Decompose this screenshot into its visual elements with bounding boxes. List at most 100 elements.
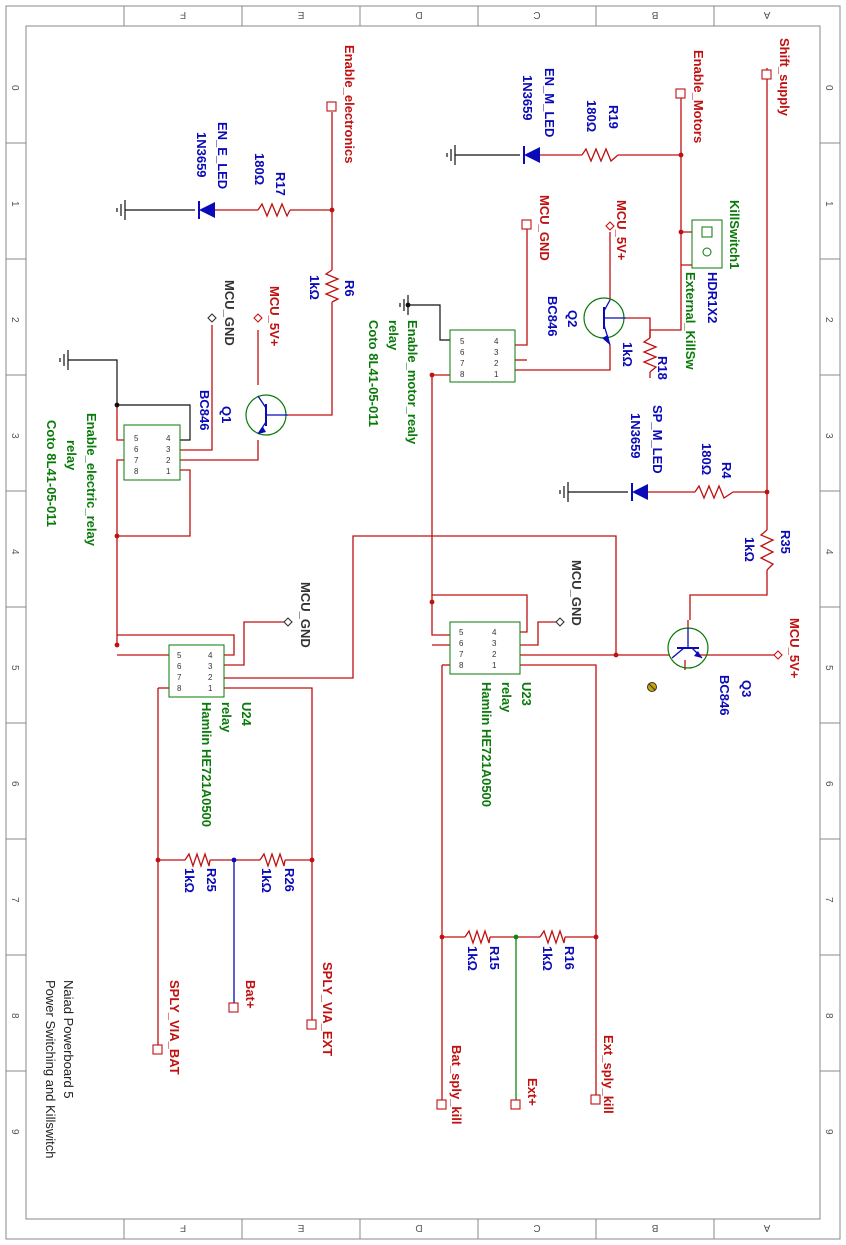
r18-value: 1kΩ: [620, 342, 635, 367]
resistor-r4: [694, 484, 734, 500]
ruler-bottom-F: F: [180, 1222, 186, 1233]
net-sply-via-bat: SPLY_VIA_BAT: [167, 980, 182, 1075]
relay-u23-pin: 6: [459, 639, 464, 648]
q1-ref: Q1: [219, 406, 234, 423]
killswitch-ref: KillSwitch1: [727, 200, 742, 269]
ruler-right-3: 3: [823, 433, 834, 439]
relay-u24-pin: 8: [177, 684, 182, 693]
relay-u23-pin: 5: [459, 628, 464, 637]
relay-electric-package: 5 6 7 8 4 3 2 1: [123, 424, 181, 481]
title-line-2: Power Switching and Killswitch: [43, 980, 58, 1158]
title-line-1: Naiad Powerboard 5: [61, 980, 76, 1099]
ruler-right-7: 7: [823, 897, 834, 903]
q2-ref: Q2: [565, 310, 580, 327]
ground-symbol-led-e: [116, 200, 126, 220]
net-mcu-5v-1: MCU_5V+: [267, 286, 282, 347]
q3-part: BC846: [717, 675, 732, 715]
ruler-left-5: 5: [9, 665, 20, 671]
port-diamonds: [207, 221, 783, 660]
ground-symbol-led-m: [446, 145, 456, 165]
ruler-right-1: 1: [823, 201, 834, 207]
relay-u24-pin: 7: [177, 673, 182, 682]
ruler-right-2: 2: [823, 317, 834, 323]
ground-symbol-relay-m: [399, 295, 409, 315]
r15-value: 1kΩ: [465, 946, 480, 971]
r19-ref: R19: [606, 105, 621, 129]
u24-part: Hamlin HE721A0500: [199, 702, 214, 827]
ruler-top-D: D: [415, 9, 422, 20]
relay-motor-package: 5 6 7 8 4 3 2 1: [449, 329, 516, 383]
relay-motor-ref: Enable_motor_realy: [405, 320, 420, 445]
killswitch-net: External_KillSw: [683, 272, 698, 370]
diode-sp-m-led: [631, 483, 695, 501]
net-mcu-gnd-1: MCU_GND: [222, 280, 237, 346]
r18-ref: R18: [655, 356, 670, 380]
relay-electric-pin: 8: [134, 467, 139, 476]
relay-motor-pin: 2: [494, 359, 499, 368]
ruler-bottom-D: D: [415, 1222, 422, 1233]
ruler-left-6: 6: [9, 781, 20, 787]
relay-electric-type: relay: [64, 440, 79, 471]
q1-part: BC846: [197, 390, 212, 430]
relay-electric-pin: 3: [166, 445, 171, 454]
resistor-r26: [259, 851, 286, 869]
relay-electric-pin: 4: [166, 434, 171, 443]
r16-ref: R16: [562, 946, 577, 970]
resistor-r6: [324, 269, 340, 303]
relay-motor-pin: 3: [494, 348, 499, 357]
relay-u24-pin: 2: [208, 673, 213, 682]
port-squares: [152, 69, 772, 1110]
ground-symbol-relay-e: [59, 350, 69, 370]
r15-ref: R15: [487, 946, 502, 970]
net-enable-motors: Enable_Motors: [691, 50, 706, 143]
ruler-bottom-E: E: [297, 1222, 304, 1233]
relay-motor-pin: 8: [460, 370, 465, 379]
relay-motor-pin: 1: [494, 370, 499, 379]
relay-u23-package: 5 6 7 8 4 3 2 1: [449, 621, 521, 675]
diode-en-m-led: [523, 146, 582, 164]
resistor-r15: [464, 928, 491, 946]
ruler-left-8: 8: [9, 1013, 20, 1019]
resistor-r18: [642, 337, 658, 373]
u23-ref: U23: [519, 682, 534, 706]
relay-motor-type: relay: [386, 320, 401, 351]
relay-motor-pin: 5: [460, 337, 465, 346]
relay-u24-pin: 5: [177, 651, 182, 660]
r4-value: 180Ω: [699, 443, 714, 475]
relay-motor-pin: 6: [460, 348, 465, 357]
ruler-left-0: 0: [9, 85, 20, 91]
relay-u23-pin: 1: [492, 661, 497, 670]
relay-u23-pin: 8: [459, 661, 464, 670]
ruler-top-A: A: [763, 9, 770, 20]
ruler-left-1: 1: [9, 201, 20, 207]
r35-value: 1kΩ: [742, 537, 757, 562]
ruler-bottom-A: A: [763, 1222, 770, 1233]
relay-electric-pin: 6: [134, 445, 139, 454]
relay-electric-part: Coto 8L41-05-011: [44, 420, 59, 527]
ruler-right-0: 0: [823, 85, 834, 91]
sheet-frame: [5, 5, 841, 1240]
relay-u24-pin: 6: [177, 662, 182, 671]
net-ext-sply-kill: Ext_sply_kill: [601, 1035, 616, 1114]
relay-u23-pin: 2: [492, 650, 497, 659]
ground-symbol-led-sp: [559, 482, 569, 502]
sp-m-led-ref: SP_M_LED: [650, 405, 665, 474]
net-shift-supply: Shift_supply: [777, 38, 792, 117]
r4-ref: R4: [719, 462, 734, 479]
wires: [68, 68, 775, 1102]
relay-u24-pin: 3: [208, 662, 213, 671]
r6-value: 1kΩ: [307, 275, 322, 300]
r16-value: 1kΩ: [540, 946, 555, 971]
ruler-top-F: F: [180, 9, 186, 20]
busy-cursor-icon: [647, 682, 657, 692]
r25-value: 1kΩ: [182, 868, 197, 893]
r19-value: 180Ω: [584, 100, 599, 132]
ruler-right-4: 4: [823, 549, 834, 555]
u23-part: Hamlin HE721A0500: [479, 682, 494, 807]
u24-type: relay: [219, 702, 234, 733]
ruler-right-8: 8: [823, 1013, 834, 1019]
ruler-left-7: 7: [9, 897, 20, 903]
net-mcu-gnd-4: MCU_GND: [569, 560, 584, 626]
r6-ref: R6: [342, 280, 357, 297]
